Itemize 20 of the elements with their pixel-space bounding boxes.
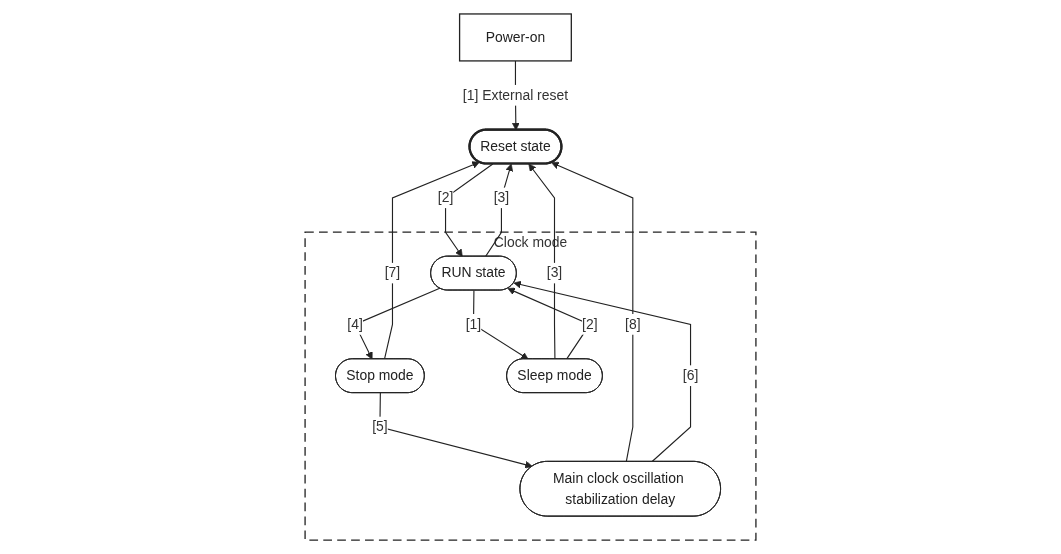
- node-box: Power-on: [458, 13, 572, 62]
- arrow: [445, 163, 494, 257]
- arrow: [513, 280, 692, 463]
- edge-label: [8]: [625, 316, 641, 332]
- arrow: [528, 163, 556, 360]
- edge-label: [3]: [493, 190, 510, 205]
- edge-label: [2]: [437, 190, 454, 205]
- arrow: [472, 289, 529, 360]
- edge-label: [1] External reset: [462, 87, 569, 103]
- edge-label: [2]: [582, 316, 598, 332]
- arrow: [383, 161, 480, 360]
- edge-label: [4]: [347, 316, 363, 332]
- edge-label: [3]: [546, 265, 563, 281]
- arrow: [551, 161, 634, 463]
- edge-label: [7]: [384, 265, 401, 281]
- arrow: [484, 163, 513, 258]
- edge-label: [5]: [372, 419, 388, 434]
- arrow: [379, 392, 533, 469]
- edge-label: [6]: [682, 367, 699, 383]
- edge-label: [1]: [465, 316, 482, 332]
